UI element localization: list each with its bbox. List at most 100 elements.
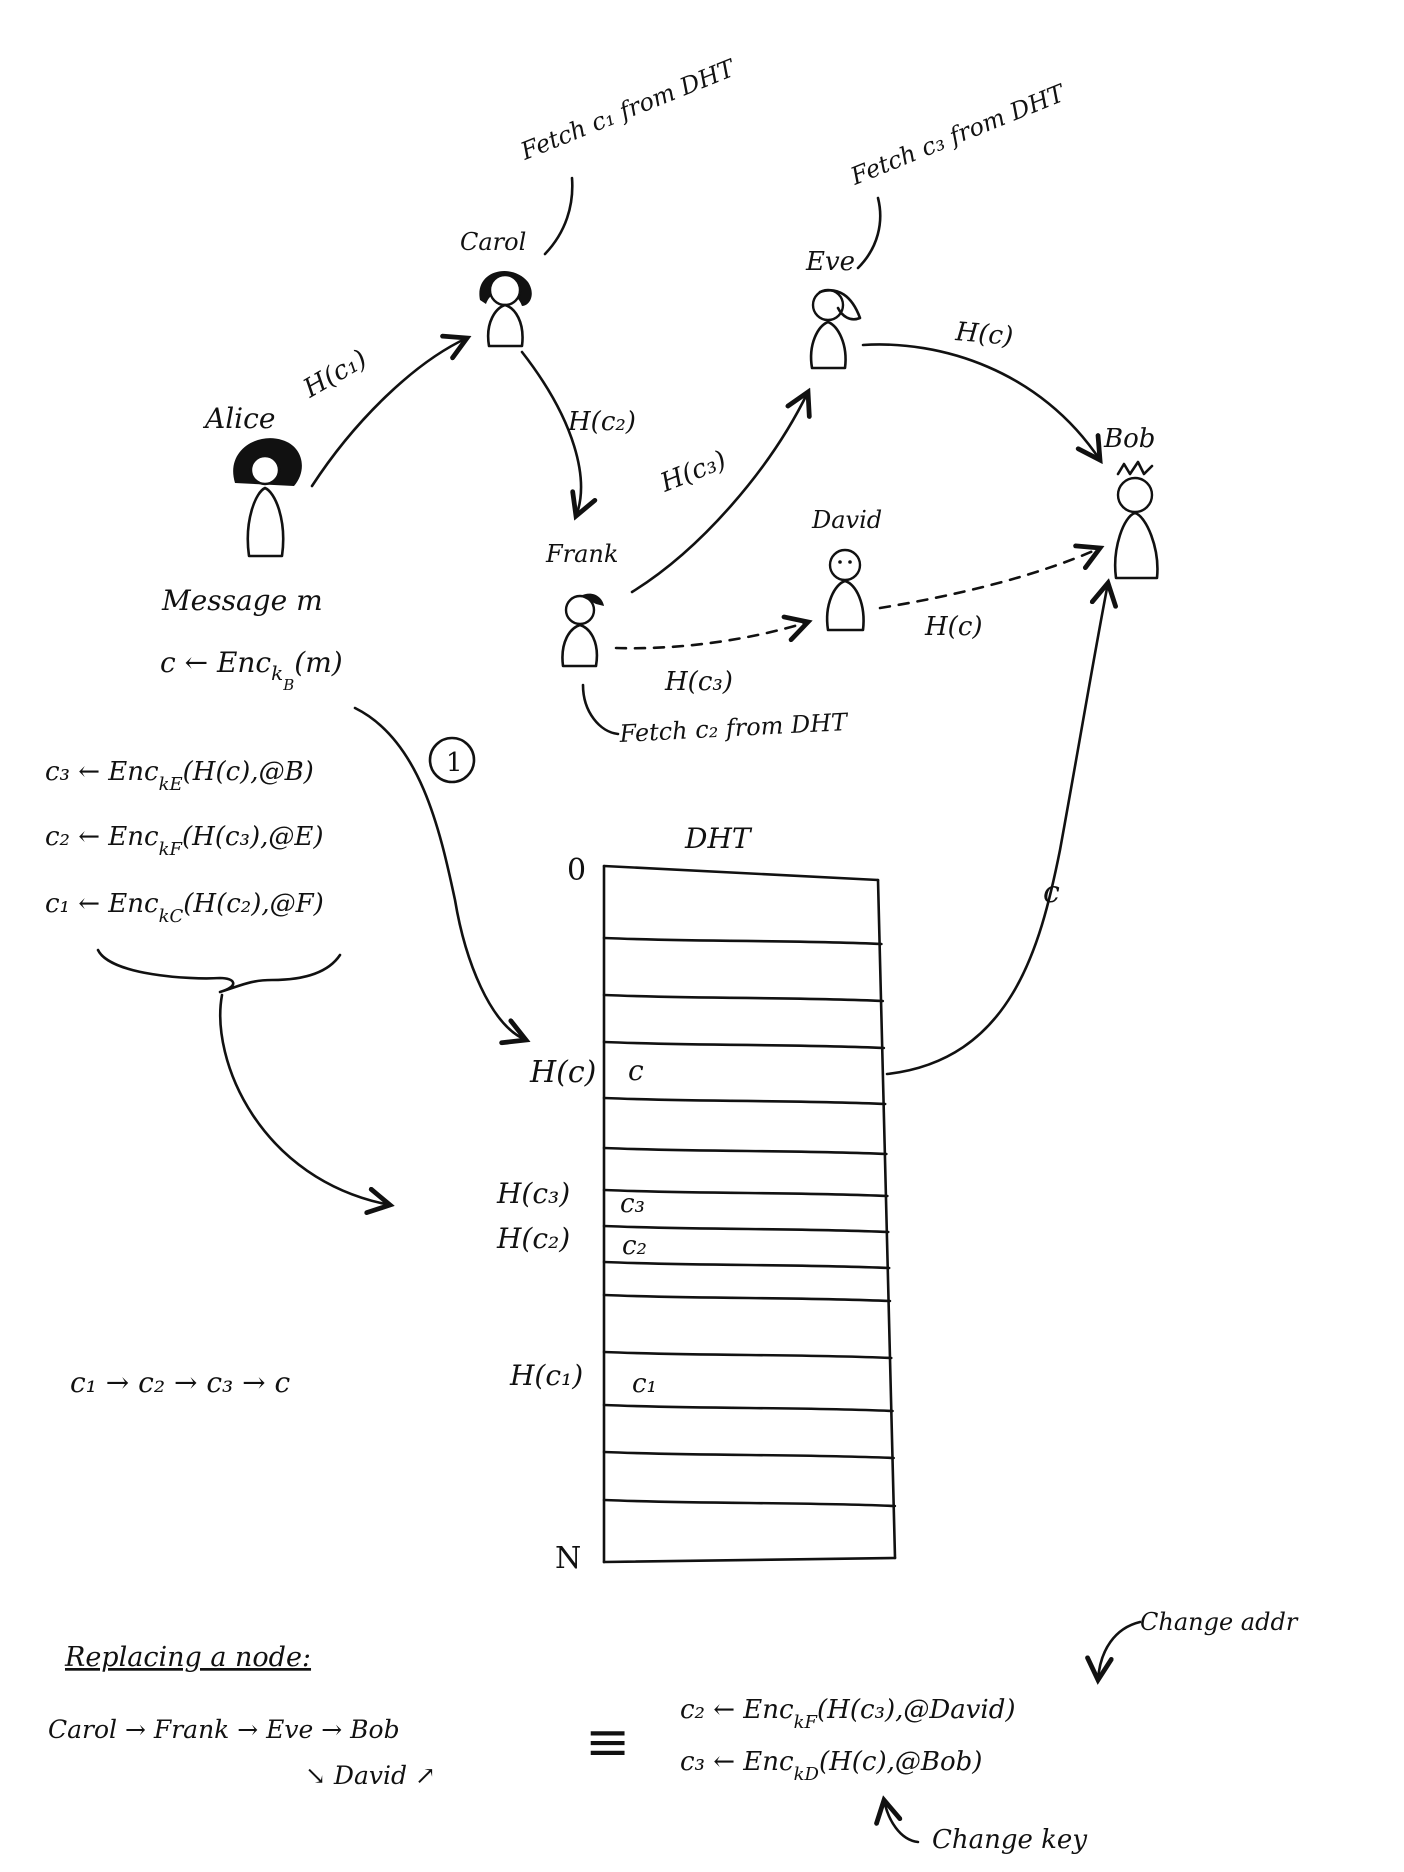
- dht-row-line: [602, 1096, 887, 1106]
- david-label: David: [811, 506, 882, 534]
- replace-heading: Replacing a node:: [64, 1642, 311, 1673]
- dht-right-edge: [876, 878, 897, 1560]
- dht-key-hc1: H(c₁): [509, 1359, 583, 1392]
- eve-label: Eve: [805, 247, 855, 277]
- david-eye-right: [848, 560, 852, 564]
- edge-frank-eve: [630, 392, 808, 594]
- layer-c2-lhs: c₂ ← Enc: [45, 822, 159, 852]
- layer-c1: c₁ ← EnckC(H(c₂),@F): [45, 889, 324, 927]
- bob-figure: [1113, 460, 1159, 580]
- david-eye-left: [838, 560, 842, 564]
- carol-fetch-leader: [543, 176, 574, 256]
- dht-row-line: [602, 1293, 892, 1303]
- bob-hair: [1116, 460, 1154, 476]
- layer-c2: c₂ ← EnckF(H(c₃),@E): [45, 822, 323, 860]
- edge-eve-bob: [861, 343, 1100, 460]
- dht-value-c1: c₁: [632, 1369, 657, 1399]
- dht-end-label: N: [555, 1541, 581, 1576]
- replace-equivalence: ≡: [585, 1710, 630, 1773]
- eve-fetch-note: Fetch c₃ from DHT: [846, 79, 1070, 191]
- dht-key-hc2: H(c₂): [496, 1222, 570, 1255]
- encrypt-expression: c ← EnckB(m): [160, 646, 343, 694]
- dht-row-line: [602, 1224, 890, 1234]
- frank-fetch-leader: [581, 683, 620, 736]
- dht-key-hc3: H(c₃): [496, 1177, 570, 1210]
- dht-row-line: [602, 1146, 888, 1156]
- edge-carol-frank: [520, 350, 581, 516]
- dht-row-line: [602, 936, 883, 946]
- eve-fetch-leader: [856, 196, 882, 270]
- dht-value-c3: c₃: [620, 1189, 645, 1219]
- step-marker-circle: [428, 736, 476, 784]
- edge-eve-bob-label: H(c): [953, 317, 1014, 352]
- dht-top-edge: [602, 864, 880, 882]
- bob-head: [1116, 476, 1154, 514]
- frank-fetch-note: Fetch c₂ from DHT: [618, 708, 850, 748]
- frank-body: [561, 623, 599, 668]
- edge-david-bob-label: H(c): [924, 612, 983, 642]
- eve-figure: [809, 288, 862, 370]
- dht-start-label: 0: [567, 853, 586, 888]
- eve-ponytail: [818, 289, 862, 321]
- message-label: Message m: [161, 584, 323, 617]
- dht-bottom-edge: [602, 1556, 897, 1564]
- chain-summary: c₁ → c₂ → c₃ → c: [70, 1366, 291, 1399]
- alice-figure: [233, 438, 302, 558]
- edge-david-bob: [878, 548, 1100, 610]
- dht-row-line: [602, 1403, 894, 1413]
- replace-eq2-rhs: (H(c),@Bob): [819, 1747, 982, 1777]
- eve-head: [811, 288, 845, 322]
- dht-row-line: [602, 1498, 897, 1508]
- alice-head: [249, 454, 281, 486]
- dht-key-hc: H(c): [529, 1055, 596, 1090]
- replace-eq2: c₃ ← EnckD(H(c),@Bob): [680, 1747, 982, 1785]
- note-change-addr: Change addr: [1140, 1608, 1299, 1636]
- edge-alice-carol: [310, 338, 467, 488]
- layer-c3-rhs: (H(c),@B): [183, 757, 314, 787]
- edge-carol-frank-label: H(c₂): [567, 407, 636, 437]
- layer-c2-rhs: (H(c₃),@E): [182, 822, 323, 852]
- encrypt-arg: (m): [294, 646, 342, 679]
- edge-alice-carol-label: H(c₁): [298, 344, 373, 404]
- carol-body: [486, 303, 524, 348]
- eve-body: [809, 320, 847, 370]
- edge-frank-david: [614, 622, 808, 650]
- dht-table: [602, 864, 897, 1564]
- dht-title: DHT: [684, 822, 753, 855]
- bob-body: [1113, 511, 1159, 580]
- layer-c1-key: kC: [159, 906, 184, 927]
- edge-dht-bob-label: c: [1043, 875, 1060, 910]
- dht-value-c: c: [628, 1054, 644, 1087]
- step-marker-number: 1: [446, 748, 463, 778]
- dht-row-lines: [602, 936, 897, 1508]
- arrow-change-addr: [1098, 1620, 1142, 1680]
- note-change-key: Change key: [932, 1825, 1087, 1855]
- arrow-c-to-dht: [353, 706, 526, 1040]
- encrypt-lhs: c ← Enc: [160, 646, 271, 679]
- onion-layers: c₃ ← EnckE(H(c),@B) c₂ ← EnckF(H(c₃),@E)…: [45, 757, 324, 927]
- frank-hair: [580, 593, 604, 606]
- layer-c3: c₃ ← EnckE(H(c),@B): [45, 757, 314, 795]
- edge-frank-david-label: H(c₃): [664, 667, 733, 697]
- replace-eq1-key: kF: [794, 1712, 819, 1733]
- layer-c3-lhs: c₃ ← Enc: [45, 757, 159, 787]
- alice-body: [246, 486, 285, 558]
- replace-eq1-rhs: (H(c₃),@David): [817, 1695, 1016, 1725]
- dht-row-line: [602, 1260, 891, 1270]
- dht-row-line: [602, 1040, 886, 1050]
- encrypt-key: k: [271, 661, 283, 685]
- carol-fetch-note: Fetch c₁ from DHT: [516, 54, 740, 166]
- replace-eq1-lhs: c₂ ← Enc: [680, 1695, 794, 1725]
- layer-c2-key: kF: [159, 839, 184, 860]
- dht-row-line: [602, 1350, 893, 1360]
- bob-label: Bob: [1103, 424, 1155, 454]
- frank-figure: [561, 593, 604, 668]
- dht-row-line: [602, 1188, 889, 1198]
- layer-c1-rhs: (H(c₂),@F): [183, 889, 324, 919]
- edge-dht-bob: [885, 583, 1108, 1076]
- carol-figure: [479, 270, 532, 348]
- carol-head: [488, 273, 522, 307]
- replace-eq2-lhs: c₃ ← Enc: [680, 1747, 794, 1777]
- carol-label: Carol: [460, 228, 526, 256]
